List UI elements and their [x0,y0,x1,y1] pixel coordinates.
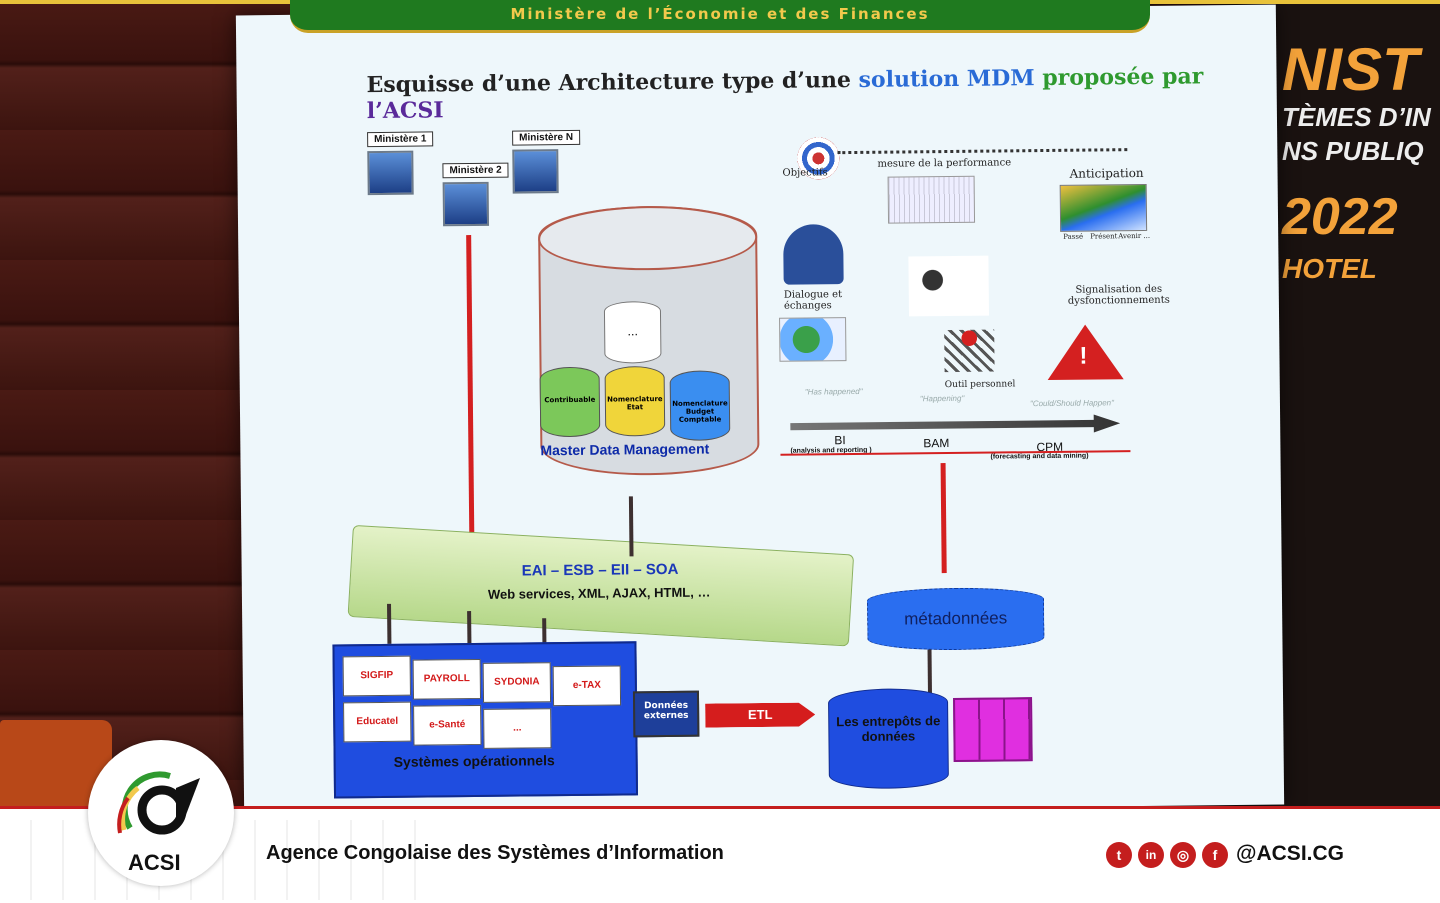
ministry-computer-n: Ministère N [512,129,581,194]
globe-icon [779,317,847,362]
mdm-ellipsis-cylinder: ... [603,301,662,364]
event-sign-line2: TÈMES D’IN [1282,102,1431,132]
computer-icon [367,150,414,196]
slide-title-part1: Esquisse d’une Architecture type d’une [366,66,859,99]
arrow-bi-to-meta [940,463,947,574]
olap-cube-icon [953,697,1033,762]
op-educatel: Educatel [343,701,412,743]
projection-screen: Esquisse d’une Architecture type d’une s… [235,4,1285,816]
time-label-future: Avenir ... [1118,231,1151,241]
ghost-could-happen: "Could/Should Happen" [1029,398,1114,409]
ministry-label-2: Ministère 2 [442,162,509,179]
op-esante: e-Santé [413,704,482,746]
logo-text: ACSI [128,850,181,875]
facebook-icon[interactable]: f [1202,842,1228,868]
computer-icon [442,181,490,227]
op-sigfip: SIGFIP [342,655,411,697]
ministry-label-1: Ministère 1 [367,131,434,148]
op-sydonia: SYDONIA [482,662,552,703]
ministry-banner-title: Ministère de l’Économie et des Finances [510,5,930,23]
operational-systems-label: Systèmes opérationnels [393,752,555,770]
time-label-present: Présent [1090,232,1118,241]
time-label-past: Passé [1063,232,1084,241]
ministry-banner: Ministère de l’Économie et des Finances [290,0,1150,33]
eai-title: EAI – ESB – EII – SOA [521,560,679,580]
event-sign: NIST TÈMES D’IN NS PUBLIQ 2022 HOTEL [1282,40,1431,286]
external-data: Données externes [632,690,700,738]
acsi-logo-badge [88,740,234,886]
acsi-logo-icon [117,771,200,835]
workstation-icon [908,255,990,317]
cpm-sublabel: (forecasting and data mining) [990,452,1089,461]
cylinder-nomenclature-etat: Nomenclature Etat [604,365,666,437]
event-sign-year: 2022 [1282,188,1398,246]
arrow-eai-ops-1 [387,603,392,644]
signalisation-label: Signalisation des dysfonctionnements [1067,283,1170,307]
warning-exclamation: ! [1079,342,1088,370]
op-etax: e-TAX [552,665,622,707]
operational-systems: SIGFIP PAYROLL SYDONIA e-TAX Educatel e-… [332,641,639,799]
instagram-icon[interactable]: ◎ [1170,842,1196,868]
eai-subtitle: Web services, XML, AJAX, HTML, … [487,584,711,602]
arrow-ministries-to-eai [466,235,475,536]
mdm-label: Master Data Management [540,440,710,459]
arrow-meta-warehouse [927,648,932,694]
etl-arrow: ETL [705,702,815,727]
ministry-computer-1: Ministère 1 [367,131,434,196]
ghost-has-happened: "Has happened" [804,386,863,397]
twitter-icon[interactable]: t [1106,842,1132,868]
slide-title: Esquisse d’une Architecture type d’une s… [366,63,1276,125]
cylinder-nomenclature-budget: Nomenclature Budget Comptable [669,370,731,441]
people-dialogue-icon [783,224,844,285]
linkedin-icon[interactable]: in [1138,842,1164,868]
slide-title-part3: proposée par [1034,63,1204,92]
arrow-mdm-eai [628,496,634,557]
event-sign-hotel: HOTEL [1282,253,1377,284]
bam-label: BAM [923,436,950,451]
ghost-happening: "Happening" [919,393,965,404]
ministry-computer-2: Ministère 2 [442,162,509,227]
performance-label: mesure de la performance [877,157,1012,170]
op-payroll: PAYROLL [412,658,482,700]
ministry-label-n: Ministère N [512,129,581,146]
event-sign-line1: NIST [1282,36,1419,103]
social-handle[interactable]: @ACSI.CG [1236,842,1344,865]
metadata-cylinder: métadonnées [866,587,1045,651]
event-sign-line3: NS PUBLIQ [1282,136,1424,166]
data-warehouse: Les entrepôts de données [827,688,949,790]
slide-title-part2: solution MDM [858,65,1035,93]
footer-bar [0,806,1440,903]
op-more: ... [483,708,552,749]
dotted-arrow [837,148,1128,155]
bi-label: BI [834,433,846,448]
cylinder-contribuable: Contribuable [539,366,601,438]
anticipation-label: Anticipation [1069,165,1144,181]
slide-title-part4: l’ACSI [366,97,444,125]
agency-name: Agence Congolaise des Systèmes d’Informa… [266,842,724,864]
outil-label: Outil personnel [944,379,1016,391]
tools-icon [944,329,995,373]
objective-label: Objectifs [782,167,828,179]
anticipation-chart-icon [1059,183,1148,232]
dialogue-label: Dialogue et échanges [783,289,843,312]
performance-chart-icon [887,175,976,224]
computer-icon [512,149,559,194]
